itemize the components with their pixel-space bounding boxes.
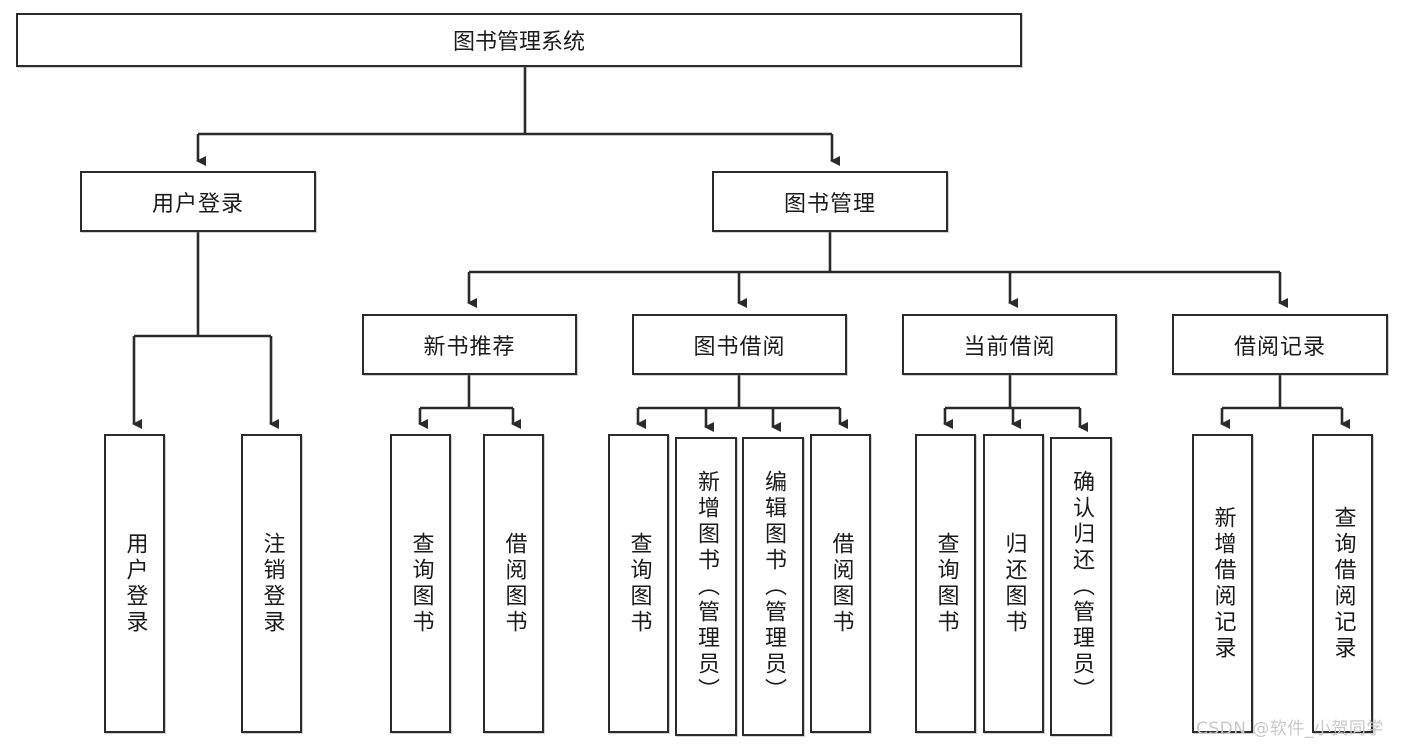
leaf-label: 查询图书 — [626, 531, 652, 636]
node-user-login-label: 用户登录 — [151, 191, 244, 217]
leaf-book-borrow-borrow[interactable]: 借阅图书 — [810, 434, 871, 733]
leaf-label: 新增借阅记录 — [1210, 505, 1236, 662]
node-current-borrow-label: 当前借阅 — [963, 334, 1056, 360]
leaf-book-borrow-add[interactable]: 新增图书（管理员） — [675, 437, 737, 736]
leaf-borrow-records-query[interactable]: 查询借阅记录 — [1312, 434, 1373, 733]
leaf-label: 新增图书（管理员） — [694, 469, 719, 704]
leaf-label: 归还图书 — [1001, 531, 1027, 636]
leaf-label: 查询图书 — [408, 531, 434, 636]
node-borrow-records[interactable]: 借阅记录 — [1172, 314, 1388, 375]
leaf-user-login-logout[interactable]: 注销登录 — [241, 434, 302, 733]
node-new-book-recommend-label: 新书推荐 — [423, 334, 516, 360]
node-book-management[interactable]: 图书管理 — [712, 171, 948, 232]
leaf-book-borrow-query[interactable]: 查询图书 — [608, 434, 669, 733]
node-root[interactable]: 图书管理系统 — [16, 13, 1022, 67]
leaf-label: 注销登录 — [259, 531, 285, 636]
node-borrow-records-label: 借阅记录 — [1233, 334, 1326, 360]
leaf-current-borrow-query[interactable]: 查询图书 — [915, 434, 976, 733]
leaf-current-borrow-return[interactable]: 归还图书 — [983, 434, 1044, 733]
node-new-book-recommend[interactable]: 新书推荐 — [362, 314, 577, 375]
leaf-book-borrow-edit[interactable]: 编辑图书（管理员） — [742, 437, 804, 736]
leaf-user-login-login[interactable]: 用户登录 — [104, 434, 165, 733]
leaf-label: 查询图书 — [933, 531, 959, 636]
node-book-borrow-label: 图书借阅 — [693, 334, 786, 360]
leaf-label: 借阅图书 — [501, 531, 527, 636]
node-book-borrow[interactable]: 图书借阅 — [632, 314, 847, 375]
node-current-borrow[interactable]: 当前借阅 — [902, 314, 1117, 375]
leaf-new-books-query[interactable]: 查询图书 — [390, 434, 451, 733]
leaf-label: 编辑图书（管理员） — [761, 469, 786, 704]
node-book-management-label: 图书管理 — [783, 191, 876, 217]
leaf-label: 确认归还（管理员） — [1069, 469, 1094, 704]
leaf-label: 用户登录 — [122, 531, 148, 636]
node-root-label: 图书管理系统 — [452, 30, 585, 55]
leaf-label: 查询借阅记录 — [1330, 505, 1356, 662]
node-user-login[interactable]: 用户登录 — [80, 171, 316, 232]
leaf-current-borrow-confirm[interactable]: 确认归还（管理员） — [1050, 437, 1112, 736]
leaf-label: 借阅图书 — [828, 531, 854, 636]
leaf-new-books-borrow[interactable]: 借阅图书 — [483, 434, 544, 733]
leaf-borrow-records-add[interactable]: 新增借阅记录 — [1192, 434, 1253, 733]
